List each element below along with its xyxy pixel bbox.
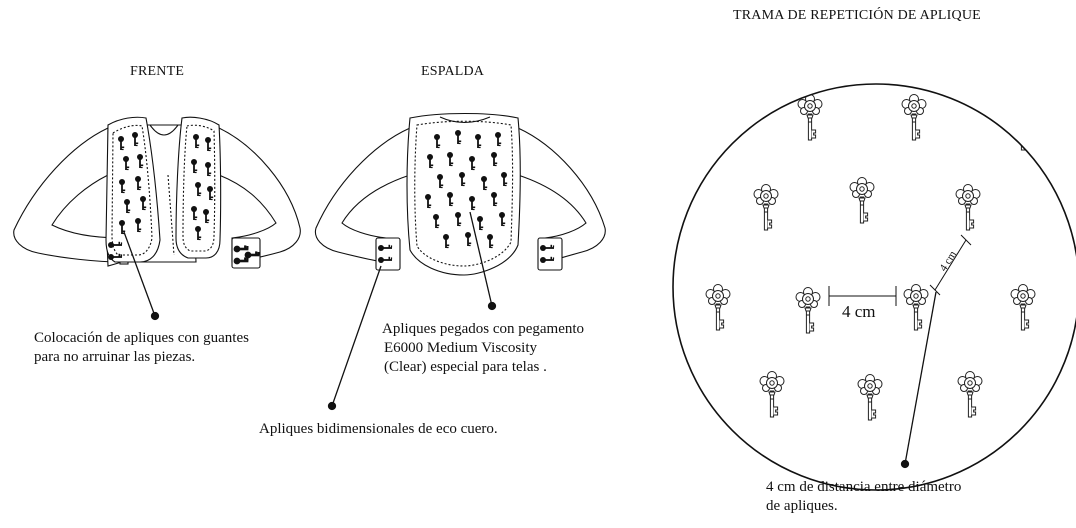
note-glue-line-2: E6000 Medium Viscosity <box>384 340 537 356</box>
leader-eco <box>331 265 382 407</box>
pattern-keys <box>705 94 1036 421</box>
back-title: ESPALDA <box>421 64 485 79</box>
note-distance-line-2: de apliques. <box>766 498 838 514</box>
back-jacket <box>314 112 606 276</box>
note-glue-line-3: (Clear) especial para telas . <box>384 359 547 375</box>
leader-gloves <box>123 231 156 317</box>
note-distance: 4 cm de distancia entre diámetro de apli… <box>766 478 961 516</box>
diagonal-dimension <box>929 234 972 296</box>
note-glue: Apliques pegados con pegamento E6000 Med… <box>382 320 584 377</box>
front-jacket <box>13 116 301 269</box>
diagonal-measure-label: 4 cm <box>937 248 959 273</box>
note-gloves-line-2: para no arruinar las piezas. <box>34 349 196 365</box>
pattern-circle <box>672 83 1076 491</box>
note-eco: Apliques bidimensionales de eco cuero. <box>259 421 498 437</box>
leader-distance <box>904 291 937 465</box>
note-distance-line-1: 4 cm de distancia entre diámetro <box>766 479 962 495</box>
leader-glue <box>469 211 493 307</box>
horizontal-measure-label: 4 cm <box>842 302 876 321</box>
pattern-title: TRAMA DE REPETICIÓN DE APLIQUE <box>733 8 981 23</box>
note-gloves: Colocación de apliques con guantes para … <box>34 329 249 367</box>
horizontal-dimension <box>828 286 897 306</box>
note-gloves-line-1: Colocación de apliques con guantes <box>34 330 249 346</box>
note-glue-line-1: Apliques pegados con pegamento <box>382 321 585 337</box>
front-title: FRENTE <box>130 64 185 79</box>
